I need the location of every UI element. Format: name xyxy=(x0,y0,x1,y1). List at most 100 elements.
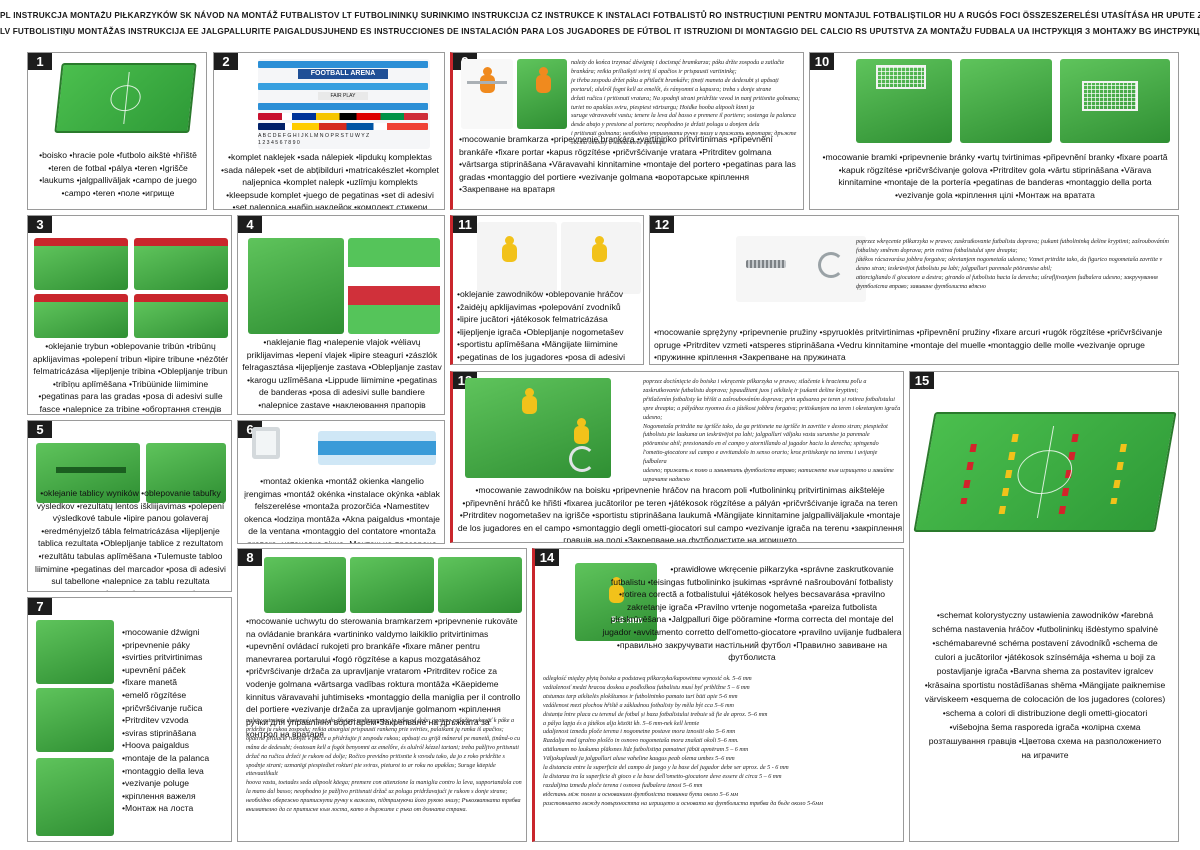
lever-photo xyxy=(36,688,114,752)
caption-item: •vezivanje poluge xyxy=(122,778,190,789)
step-1-caption: •boisko •hracie pole •futbolo aikštė •hř… xyxy=(39,150,197,198)
step-9-note: należy do końca trzymać dźwignię i docis… xyxy=(571,59,801,148)
caption-item: •upevnění páček xyxy=(122,664,186,675)
step-number: 12 xyxy=(650,216,674,233)
note-line: należy do końca trzymać dźwignię i docis… xyxy=(571,60,785,75)
note-line: відстань між полем и основанием футболіс… xyxy=(543,791,739,798)
note-line: Nogometaša pritrdite na igrišče tako, da… xyxy=(643,423,888,439)
goalkeeper-install-photo xyxy=(517,59,567,129)
goal-net xyxy=(876,65,926,89)
window-install-image xyxy=(318,431,436,465)
note-line: opatrně přitlačte rukojeť k páčce a přid… xyxy=(246,735,521,751)
note-line: odległość między płytą boiska a podstawą… xyxy=(543,676,752,682)
goalkeeper-handle-photo xyxy=(438,557,522,613)
stand-sticker-photo xyxy=(34,294,128,338)
note-line: atstumas tarp aikštelės plokštumos ir fu… xyxy=(543,693,738,700)
goal-install-photo xyxy=(856,59,952,143)
note-line: необхідно обережно притиснути ручку к ва… xyxy=(246,798,521,814)
step-13-panel: 13 poprzez dociśnięcie do boiska i wkręc… xyxy=(450,371,904,543)
caption-item: •sviras stiprināšana xyxy=(122,727,197,738)
player-mount-photo xyxy=(465,378,611,478)
window-part-image xyxy=(252,427,280,459)
caption-item: •кріплення важеля xyxy=(122,790,196,801)
note-line: udaljenost između ploče terena i nogomet… xyxy=(543,729,736,736)
stand-sticker-photo xyxy=(134,294,228,338)
note-line: vzdálenost mezi plochou hřiště a základn… xyxy=(543,702,734,709)
step-1-panel: 1 •boisko •hracie pole •futbolo aikštė •… xyxy=(27,52,207,210)
note-line: a pálya lapja és a játékos alja között k… xyxy=(543,720,700,727)
step-15-caption: •schemat kolorystyczny ustawienia zawodn… xyxy=(924,610,1166,760)
note-line: Väljakuplaadi ja jalgpalluri aluse vahel… xyxy=(543,756,735,763)
note-line: játékos rácsavarása jobbra forgatva; okr… xyxy=(856,256,1163,272)
player-marker-red xyxy=(1058,434,1079,514)
note-line: i pritisnuti golmana; необхідно утримува… xyxy=(571,131,797,147)
caption-item: •pripevnenie páky xyxy=(122,639,190,650)
step-10-panel: 10 •mocowanie bramki •pripevnenie bránky… xyxy=(809,52,1179,210)
step-6-caption: •montaż okienka •montáž okienka •langeli… xyxy=(244,476,440,544)
caption-item: •Монтаж на лоста xyxy=(122,803,194,814)
goalkeeper-figure xyxy=(467,67,507,107)
note-line: distanța între placa cu terenul de fotba… xyxy=(543,711,768,718)
caption-item: •mocowanie dźwigni xyxy=(122,627,200,637)
step-9-panel: 9 należy do końca trzymać dźwignię i doc… xyxy=(450,52,804,210)
player-sticker-photo xyxy=(561,222,641,294)
goal-install-photo xyxy=(1060,59,1170,143)
player-sticker-photo xyxy=(477,222,557,294)
step-number: 11 xyxy=(453,216,477,233)
step-9-caption: •mocowanie bramkarza •pripevnenie branká… xyxy=(459,134,796,195)
step-8-note: należy ostrożnie docisnąć uchwyt do dźwi… xyxy=(246,717,522,815)
step-2-panel: 2 FOOTBALL ARENA FAIR PLAY A B C D E F G… xyxy=(213,52,445,210)
step-14-panel: 14 5-6 mm •prawidłowe wkręcenie piłkarzy… xyxy=(532,548,904,842)
step-11-panel: 11 •oklejanie zawodników •oblepovanie hr… xyxy=(450,215,644,365)
caption-item: •svirties pritvirtinimas xyxy=(122,652,203,663)
note-line: należy ostrożnie docisnąć uchwyt do dźwi… xyxy=(246,718,515,733)
step-number: 8 xyxy=(238,549,262,566)
note-line: hoova vastu, toetades seda altpoolt käeg… xyxy=(246,780,522,796)
page-header: PL INSTRUKCJA MONTAŻU PIŁKARZYKÓW SK NÁV… xyxy=(0,8,1200,40)
stand-sticker-photo xyxy=(34,238,128,290)
step-number: 10 xyxy=(810,53,834,70)
goalkeeper-handle-photo xyxy=(350,557,434,613)
playing-field-image xyxy=(54,63,197,133)
note-line: udesno; прижать к полю и завинтить футбо… xyxy=(643,468,894,483)
step-2-caption: •komplet naklejek •sada nálepiek •lipduk… xyxy=(221,152,439,210)
rotate-icon xyxy=(818,252,844,278)
stand-sticker-photo xyxy=(134,238,228,290)
caption-item: •fixare manetă xyxy=(122,677,178,688)
step-5-caption: •oklejanie tablicy wyników •oblepovanie … xyxy=(35,488,226,591)
goal-install-photo xyxy=(960,59,1052,143)
goalkeeper-handle-photo xyxy=(264,557,346,613)
rotate-icon xyxy=(569,446,595,472)
caption-item: •pričvršćivanje ručica xyxy=(122,702,203,713)
caption-item: •montaggio della leva xyxy=(122,765,204,776)
note-line: poprzez wkręcenie piłkarzyka w prawo; za… xyxy=(856,239,1169,254)
header-line-1: PL INSTRUKCJA MONTAŻU PIŁKARZYKÓW SK NÁV… xyxy=(0,11,1200,20)
step-10-caption: •mocowanie bramki •pripevnenie bránky •v… xyxy=(822,152,1168,200)
player-figure xyxy=(591,236,607,276)
sticker-sheet-image: FOOTBALL ARENA FAIR PLAY A B C D E F G H… xyxy=(258,59,430,149)
note-line: la distancia entre la superficie del cam… xyxy=(543,765,789,772)
step-15-panel: 15 •schemat kolorystyczny ustawienia zaw… xyxy=(909,371,1179,842)
step-4-caption: •naklejanie flag •nalepenie vlajok •vėli… xyxy=(242,337,442,414)
note-line: přitlačením fotbalisty ke hřišti a zašro… xyxy=(643,396,901,421)
step-number: 2 xyxy=(214,53,238,70)
step-12-note: poprzez wkręcenie piłkarzyka w prawo; za… xyxy=(856,238,1176,291)
step-4-panel: 4 •naklejanie flag •nalepenie vlajok •vė… xyxy=(237,215,445,415)
note-line: suruge väravavahi vastu; tenere la leva … xyxy=(571,113,796,129)
step-8-caption: •mocowanie uchwytu do sterowania bramkar… xyxy=(246,616,521,740)
note-line: разстоянието между повърхността на игрищ… xyxy=(543,800,823,807)
note-line: poprzez dociśnięcie do boiska i wkręceni… xyxy=(643,379,867,394)
step-number: 4 xyxy=(238,216,262,233)
letters-sticker: A B C D E F G H I J K L M N O P R S T U … xyxy=(258,133,370,139)
note-line: vzdialenosť medzi hracou doskou a podlož… xyxy=(543,684,750,691)
note-line: razdaljina između ploče terena i osnova … xyxy=(543,782,703,789)
sticker-strip xyxy=(258,103,428,110)
goalkeeper-figure-photo xyxy=(461,59,513,129)
step-6-panel: 6 •montaż okienka •montáž okienka •lange… xyxy=(237,420,445,544)
step-number: 5 xyxy=(28,421,52,438)
step-number: 1 xyxy=(28,53,52,70)
step-number: 14 xyxy=(535,549,559,566)
note-line: je třeba zespodu držet páku a přitlačit … xyxy=(571,77,779,93)
lever-photo xyxy=(36,758,114,836)
step-13-caption: •mocowanie zawodników na boisku •pripevn… xyxy=(457,485,903,543)
